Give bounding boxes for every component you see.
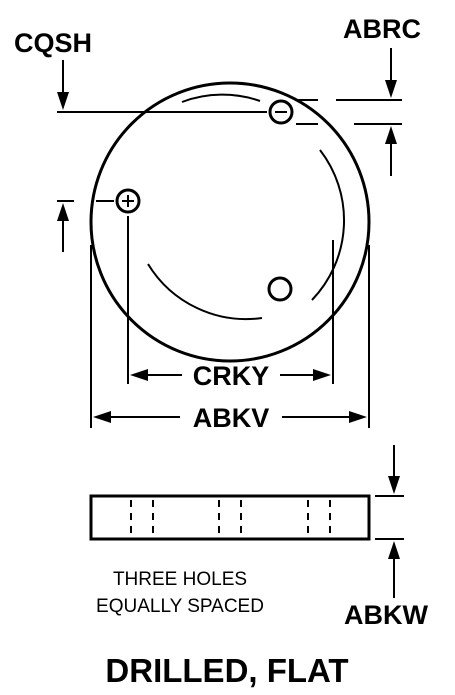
abrc-arrow-up xyxy=(385,126,397,144)
cqsh-label: CQSH xyxy=(14,28,92,58)
crky-dimension: CRKY xyxy=(127,216,334,391)
abkv-dimension: ABKV xyxy=(90,245,370,433)
note: THREE HOLES EQUALLY SPACED xyxy=(96,569,264,617)
hole-plain xyxy=(267,276,293,302)
abkw-dimension: ABKW xyxy=(344,445,428,630)
plate-outline xyxy=(89,494,371,541)
abrc-arrow-down xyxy=(385,80,397,98)
plate-side-view xyxy=(89,494,371,541)
note-line-1: THREE HOLES xyxy=(113,569,247,590)
abkv-arrow-left xyxy=(93,411,111,423)
abrc-dimension: ABRC xyxy=(295,14,421,176)
disc-outline xyxy=(89,81,371,363)
bolt-circle-arc-bottom xyxy=(147,263,263,321)
cqsh-dimension: CQSH xyxy=(14,28,267,252)
abrc-label: ABRC xyxy=(343,14,421,44)
crky-arrow-right xyxy=(313,369,331,381)
disc-top-view xyxy=(89,81,371,363)
cqsh-arrow-up xyxy=(57,203,69,221)
drawing-title: DRILLED, FLAT xyxy=(105,652,348,689)
bolt-circle-arc-right xyxy=(311,149,346,301)
abkv-arrow-right xyxy=(349,411,367,423)
hole-minus xyxy=(268,99,294,125)
bolt-circle-arc-top xyxy=(181,93,261,103)
crky-arrow-left xyxy=(130,369,148,381)
abkw-label: ABKW xyxy=(344,600,428,630)
crky-label: CRKY xyxy=(193,361,270,391)
abkv-label: ABKV xyxy=(193,403,270,433)
abkw-arrow-down xyxy=(388,476,400,494)
cqsh-arrow-down xyxy=(57,92,69,110)
abkw-arrow-up xyxy=(388,541,400,559)
hole-plus xyxy=(115,188,141,214)
note-line-2: EQUALLY SPACED xyxy=(96,596,264,617)
